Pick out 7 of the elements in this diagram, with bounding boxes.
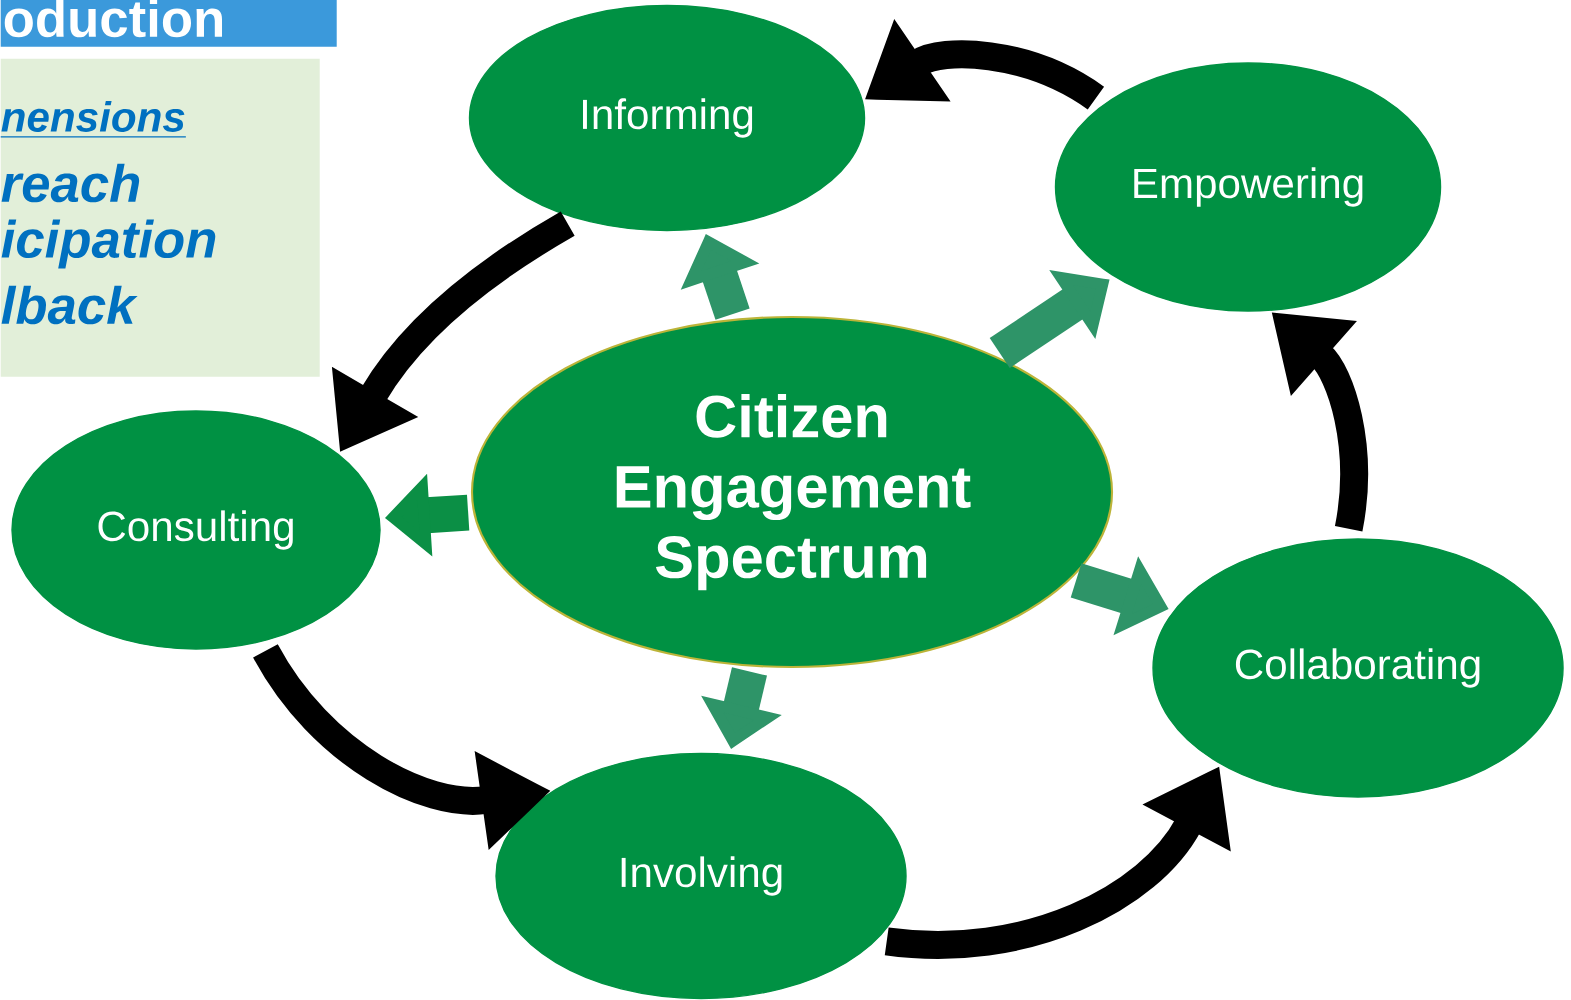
ellipse-node: Citizen Engagement Spectrum bbox=[470, 315, 1114, 669]
ellipse-node: Collaborating bbox=[1152, 538, 1564, 798]
text-panel: nensions reach icipation lback bbox=[0, 58, 320, 377]
ellipse-node: Informing bbox=[468, 4, 866, 232]
ellipse-node: Empowering bbox=[1054, 62, 1442, 312]
ellipse-node: Involving bbox=[495, 752, 907, 1000]
ellipse-node: Consulting bbox=[11, 410, 381, 650]
